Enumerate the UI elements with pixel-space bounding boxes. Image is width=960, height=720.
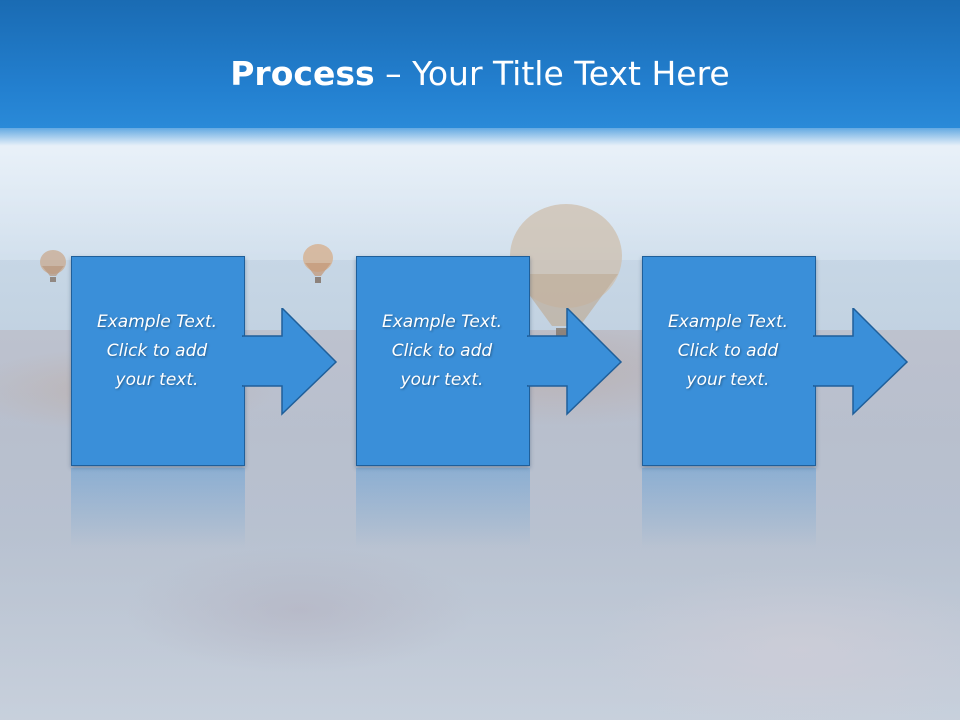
process-step-3[interactable]: Example Text. Click to add your text. <box>642 256 909 466</box>
title-rest: – Your Title Text Here <box>374 54 730 93</box>
step-text[interactable]: Example Text. Click to add your text. <box>356 308 528 395</box>
slide-title[interactable]: Process – Your Title Text Here <box>0 52 960 96</box>
step-box[interactable] <box>71 256 245 466</box>
hot-air-balloon-icon <box>40 250 66 282</box>
step-text-line: Click to add <box>106 341 208 361</box>
arrow-right-icon <box>242 308 338 416</box>
step-text-line: your text. <box>400 370 484 390</box>
step-text[interactable]: Example Text. Click to add your text. <box>642 308 814 395</box>
title-bar: Process – Your Title Text Here <box>0 0 960 146</box>
step-reflection <box>71 468 245 548</box>
step-reflection <box>356 468 530 548</box>
process-step-1[interactable]: Example Text. Click to add your text. <box>71 256 338 466</box>
step-text-line: Example Text. <box>96 312 218 332</box>
step-reflection <box>642 468 816 548</box>
step-box[interactable] <box>356 256 530 466</box>
step-text-line: your text. <box>686 370 770 390</box>
hot-air-balloon-icon <box>303 244 333 283</box>
step-text-line: Example Text. <box>667 312 789 332</box>
step-text-line: Click to add <box>391 341 493 361</box>
step-text-line: Click to add <box>677 341 779 361</box>
title-bold: Process <box>230 54 375 93</box>
step-text[interactable]: Example Text. Click to add your text. <box>71 308 243 395</box>
step-text-line: Example Text. <box>381 312 503 332</box>
arrow-right-icon <box>813 308 909 416</box>
step-box[interactable] <box>642 256 816 466</box>
step-text-line: your text. <box>115 370 199 390</box>
arrow-right-icon <box>527 308 623 416</box>
process-step-2[interactable]: Example Text. Click to add your text. <box>356 256 623 466</box>
